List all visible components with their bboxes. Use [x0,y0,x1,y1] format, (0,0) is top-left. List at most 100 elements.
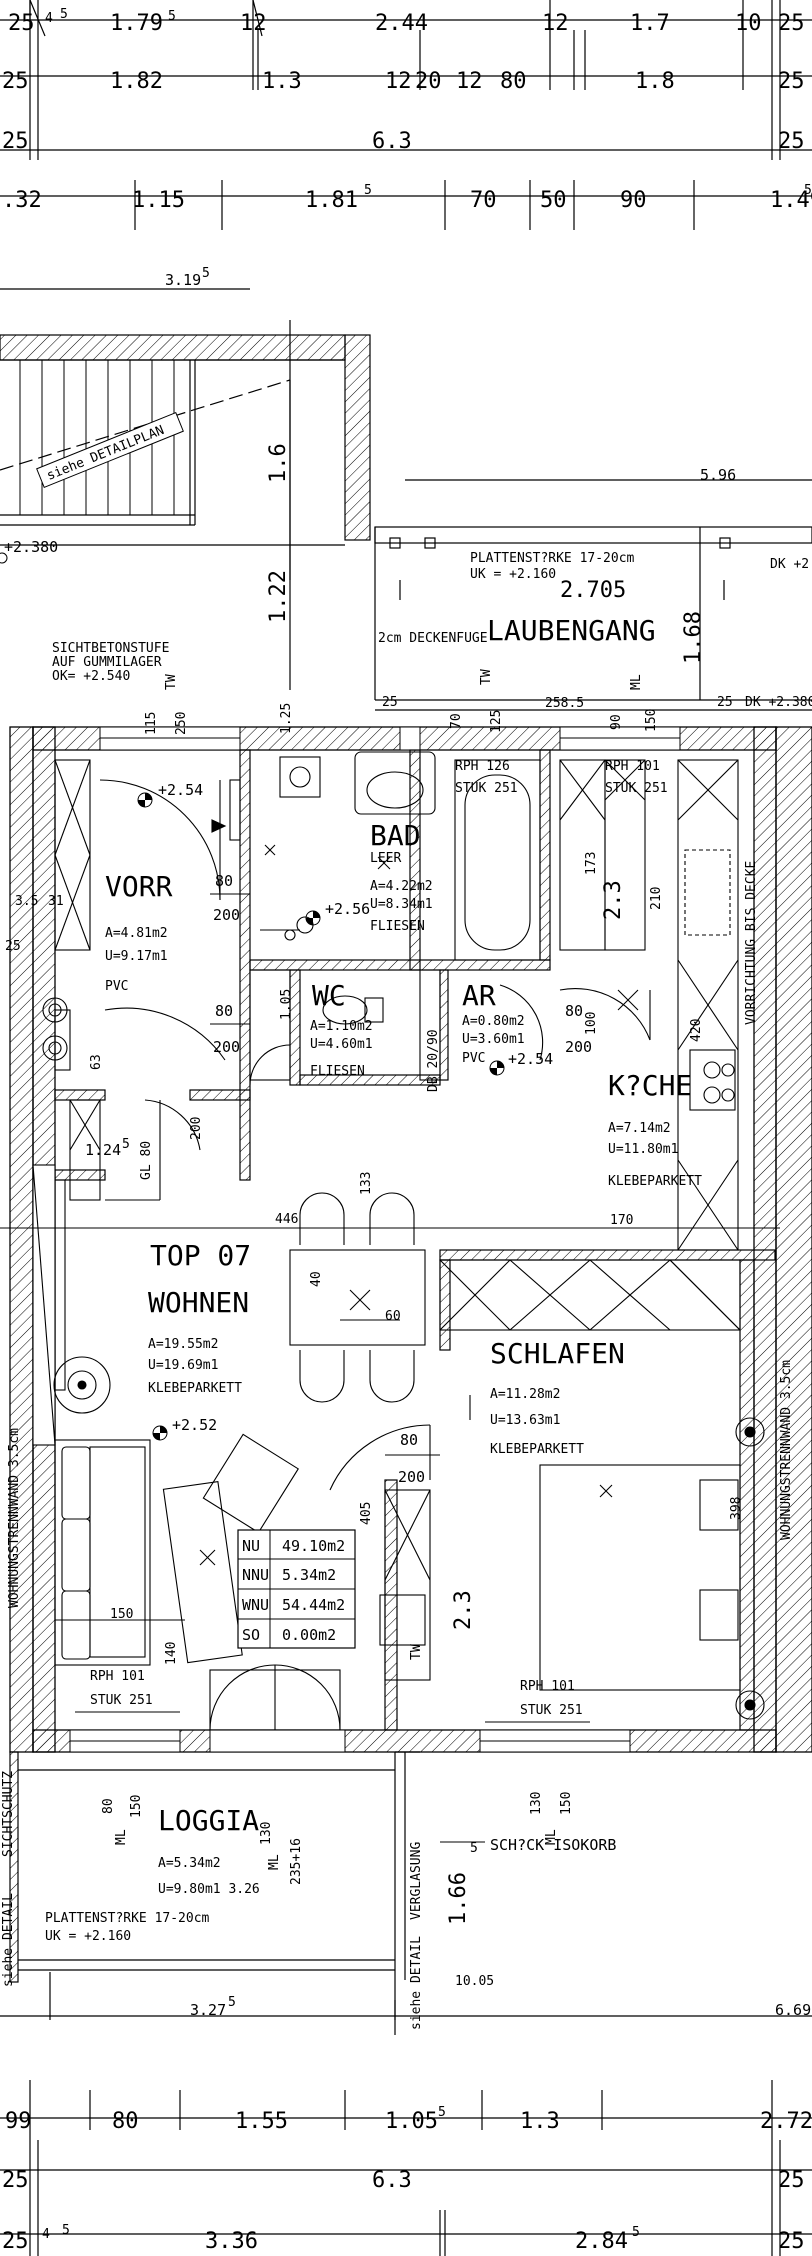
laubengang-outline [374,479,812,711]
dim-label: 63 [89,1054,104,1070]
dim-label: 25 [2,69,29,94]
summary-value: 0.00m2 [282,1626,336,1644]
dim-label: 1.79 [110,11,163,36]
dim-label: 5 [438,2105,446,2120]
dim-label: 200 [213,1038,240,1056]
dim-label: 1.6 [266,443,291,483]
room-bad-area: A=4.22m2 [370,879,433,894]
db-label: DB 20/90 [426,1029,441,1092]
dim-label: 6.3 [372,2168,412,2193]
sicht-note: AUF GUMMILAGER [52,655,162,670]
dim-label: 3.19 [165,271,201,289]
dim-label: 12 [456,69,483,94]
dim-label: 80 [215,872,233,890]
room-loggia-area: A=5.34m2 [158,1856,221,1871]
room-vorr-perimeter: U=9.17m1 [105,949,168,964]
dim-label: 200 [398,1468,425,1486]
dim-label: 100 [584,1012,599,1035]
summary-key: NNU [242,1566,269,1584]
summary-key: SO [242,1626,260,1644]
top-dim-row4: .32 1.15 1.81 5 70 50 90 1.49 5 3.19 5 [2,183,812,289]
room-wc-area: A=1.10m2 [310,1019,373,1034]
room-bad-name: BAD [370,819,421,852]
dim-label: 99 [5,2109,32,2134]
detail-label: siehe DETAIL [409,1936,424,2030]
dim-label: 1.68 [681,611,706,664]
ml-label: ML [114,1829,129,1845]
dim-label: 200 [213,906,240,924]
verglasung-label: VERGLASUNG [409,1842,424,1920]
room-bad-floor: FLIESEN [370,919,425,934]
room-kueche-area: A=7.14m2 [608,1121,671,1136]
dim-label: 1.15 [132,188,185,213]
dim-label: 235+16 [289,1838,304,1885]
top-dim-row3: 25 6.3 25 [2,129,805,154]
dim-label: 6.69 [775,2001,811,2019]
schlafen-fixtures [329,1259,765,1720]
dim-label: 2.84 [575,2229,628,2254]
dim-label: 80 [215,1002,233,1020]
dim-label: 1.66 [446,1872,471,1925]
bottom-dim-row2: 25 6.3 25 [2,2168,805,2193]
living-furniture [53,1356,341,1731]
dim-label: 1.24 [85,1141,121,1159]
tw-label: TW [409,1644,424,1660]
dim-label: 25 [382,695,398,710]
dim-label: 2.44 [375,11,428,36]
dim-label: 4 [42,2227,50,2242]
room-vorr-name: VORR [105,870,173,903]
dim-label: 70 [470,188,497,213]
stuk-label: STUK 251 [520,1703,583,1718]
dim-label: 25 [8,11,35,36]
tw-label: TW [479,669,494,685]
dim-label: 25 [2,2229,29,2254]
dim-label: 5 [470,1841,478,1856]
dim-label: 150 [644,709,659,732]
dim-label: 12 [542,11,569,36]
wall-note: WOHNUNGSTRENNWAND 3.5cm [7,1428,22,1608]
bad-fixtures [260,751,541,961]
dim-label: 90 [609,714,624,730]
dim-label: 25 [778,129,805,154]
dim-label: 50 [540,188,567,213]
room-wc-name: WC [312,979,346,1012]
room-schlafen-name: SCHLAFEN [490,1337,625,1370]
loggia-outline [9,1751,420,2020]
dim-label: 25 [5,939,21,954]
dim-label: 20 [415,69,442,94]
room-ar-perimeter: U=3.60m1 [462,1032,525,1047]
dim-label: 1.25 [279,703,294,734]
room-schlafen-perimeter: U=13.63m1 [490,1413,560,1428]
dim-label: 25 [778,2229,805,2254]
dim-label: 10 [735,11,762,36]
room-schlafen-area: A=11.28m2 [490,1387,560,1402]
vorrichtung-label: VORRICHTUNG BIS DECKE [744,861,759,1025]
level-value: +2.54 [158,781,203,799]
vorraum-fixtures [32,759,241,1446]
dim-label: 150 [110,1607,133,1622]
room-kueche-name: K?CHE [608,1069,692,1102]
dim-label: 5 [168,9,176,24]
dim-label: 80 [565,1002,583,1020]
dim-label: 210 [649,887,664,910]
ar-fixtures [419,969,544,1081]
dim-label: .32 [2,188,42,213]
ml-label: ML [629,674,644,690]
dim-label: 170 [610,1213,633,1228]
dim-label: 125 [489,710,504,733]
platten-uk: UK = +2.160 [470,567,556,582]
apartment-number: TOP 07 [150,1239,251,1272]
wall-note: WOHNUNGSTRENNWAND 3.5cm [779,1360,794,1540]
dim-label: 10.05 [455,1974,494,1989]
dim-label: 3.5 [15,894,38,909]
dim-label: 25 [2,129,29,154]
dim-label: 90 [620,188,647,213]
top-dim-row2: 25 1.82 1.3 12 20 12 80 1.8 25 [2,69,805,94]
room-wohnen-area: A=19.55m2 [148,1337,218,1352]
dim-label: 200 [189,1117,204,1140]
dim-label: 1.3 [262,69,302,94]
dim-label: 6.3 [372,129,412,154]
bottom-wall-openings [69,1729,631,1753]
dim-label: 2.3 [601,880,626,920]
detailplan-note: siehe DETAILPLAN [36,411,184,489]
